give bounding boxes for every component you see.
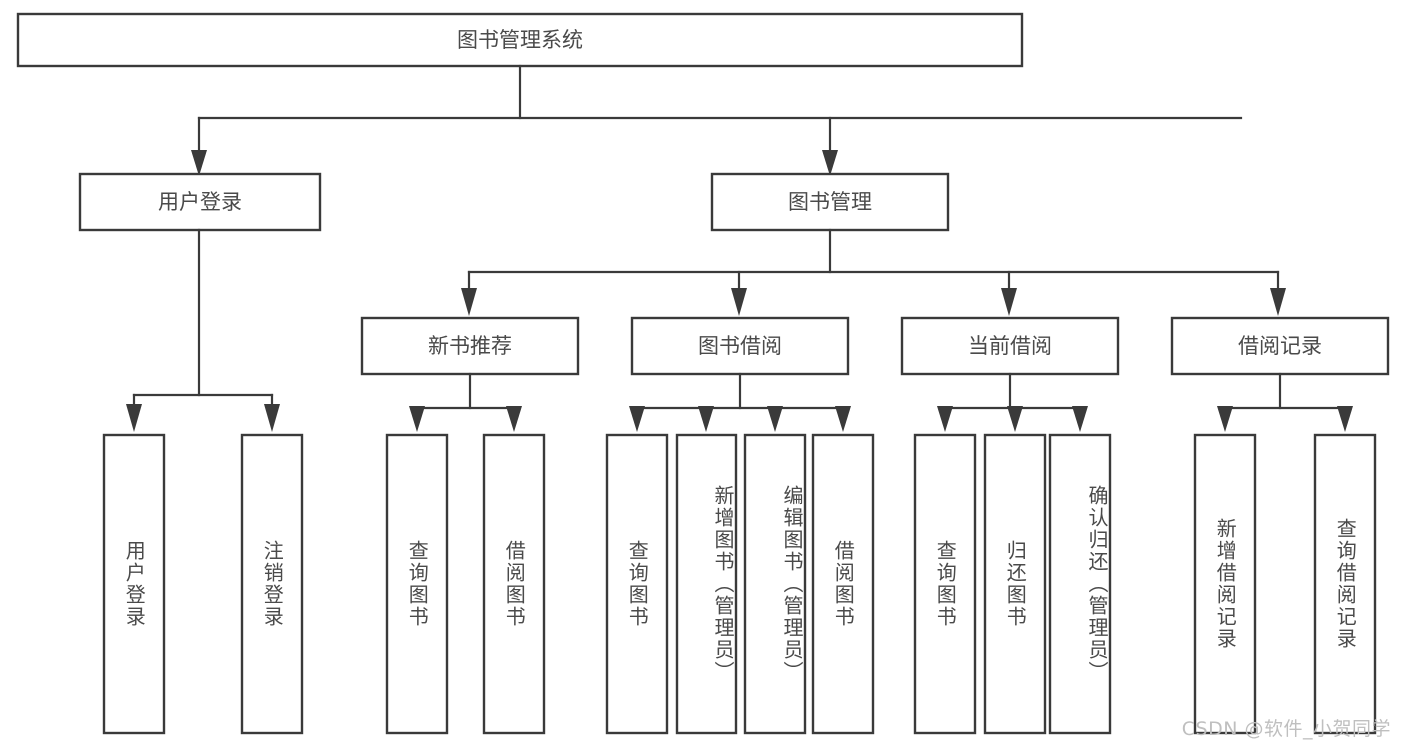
root-label: 图书管理系统 (457, 28, 583, 52)
connector-root-to-level2 (191, 64, 1243, 176)
leaf-box-9[interactable] (983, 433, 1047, 735)
connector-new-book-recommend-to-leaves (409, 372, 522, 432)
user-login-box[interactable] (78, 172, 322, 232)
user-login-label: 用户登录 (158, 190, 242, 214)
current-borrow-label: 当前借阅 (968, 334, 1052, 358)
book-management-label: 图书管理 (788, 190, 872, 214)
leaf-box-4[interactable] (605, 433, 669, 735)
leaf-box-1[interactable] (240, 433, 304, 735)
node-user-login[interactable]: 用户登录 (78, 172, 322, 232)
leaf-box-6[interactable] (743, 433, 807, 735)
connector-book-borrow-to-leaves (629, 372, 851, 432)
current-borrow-box[interactable] (900, 316, 1120, 376)
new-book-recommend-label: 新书推荐 (428, 334, 512, 358)
leaf-box-11[interactable] (1193, 433, 1257, 735)
leaf-box-8[interactable] (913, 433, 977, 735)
leaf-box-7[interactable] (811, 433, 875, 735)
borrow-record-label: 借阅记录 (1238, 334, 1322, 358)
node-book-management[interactable]: 图书管理 (710, 172, 950, 232)
leaf-box-12[interactable] (1313, 433, 1377, 735)
arrow-to-book-management (822, 150, 838, 176)
connector-user-login-to-leaves (126, 228, 280, 432)
node-root[interactable]: 图书管理系统 (16, 12, 1024, 68)
node-borrow-record[interactable]: 借阅记录 (1170, 316, 1390, 376)
node-current-borrow[interactable]: 当前借阅 (900, 316, 1120, 376)
connector-current-borrow-to-leaves (937, 372, 1088, 432)
leaf-box-5[interactable] (675, 433, 738, 735)
connector-book-management-to-level3 (461, 228, 1286, 316)
arrow-to-user-login (191, 150, 207, 176)
leaf-box-10[interactable] (1048, 433, 1112, 735)
node-book-borrow[interactable]: 图书借阅 (630, 316, 850, 376)
leaf-box-0[interactable] (102, 433, 166, 735)
node-new-book-recommend[interactable]: 新书推荐 (360, 316, 580, 376)
leaf-boxes (102, 433, 1377, 735)
root-box[interactable] (16, 12, 1024, 68)
book-borrow-label: 图书借阅 (698, 334, 782, 358)
leaf-box-3[interactable] (482, 433, 546, 735)
leaf-box-2[interactable] (385, 433, 449, 735)
new-book-recommend-box[interactable] (360, 316, 580, 376)
csdn-watermark: CSDN @软件_小贺同学 (1181, 718, 1391, 740)
connector-borrow-record-to-leaves (1217, 372, 1353, 432)
